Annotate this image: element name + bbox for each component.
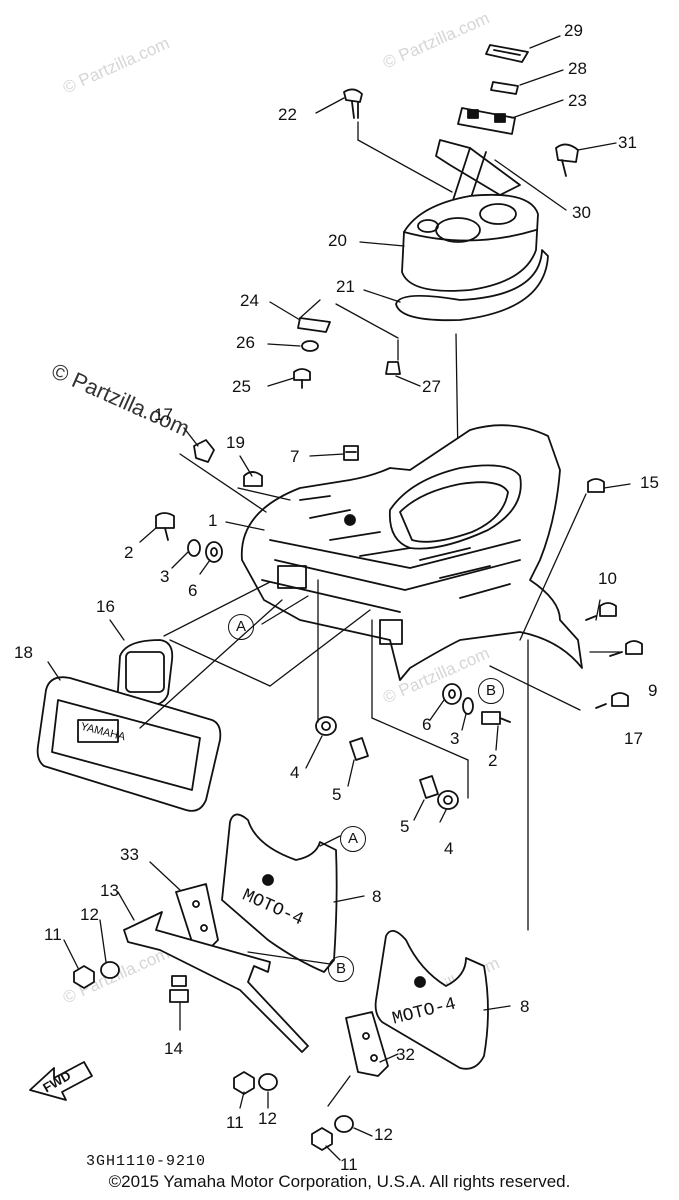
nut-11-low — [233, 1071, 255, 1095]
callout-2-left[interactable]: 2 — [124, 543, 134, 562]
callout-22[interactable]: 22 — [278, 105, 297, 124]
bolt-2-left — [155, 512, 175, 541]
callout-12-left[interactable]: 12 — [80, 905, 99, 924]
callout-7[interactable]: 7 — [290, 447, 300, 466]
callout-14[interactable]: 14 — [164, 1039, 183, 1058]
callout-8-lower[interactable]: 8 — [520, 997, 530, 1016]
emblem-plate-18 — [36, 676, 222, 812]
callout-4-right[interactable]: 4 — [444, 839, 454, 858]
callout-11-low[interactable]: 11 — [226, 1113, 244, 1132]
nut-11-right — [311, 1127, 333, 1151]
plate-29 — [485, 44, 529, 63]
callout-8-upper[interactable]: 8 — [372, 887, 382, 906]
bracket-23 — [457, 107, 516, 135]
bolt-10 — [585, 602, 617, 621]
bolt-15 — [587, 478, 605, 493]
callout-21[interactable]: 21 — [336, 277, 355, 296]
washer-12-right — [334, 1115, 354, 1133]
washer-26 — [301, 340, 319, 352]
mud-flap-8-upper — [221, 813, 338, 973]
reference-marker-b[interactable]: B — [478, 678, 504, 704]
drawing-code: 3GH1110-9210 — [86, 1153, 207, 1170]
callout-25[interactable]: 25 — [232, 377, 251, 396]
callout-24[interactable]: 24 — [240, 291, 259, 310]
callout-30[interactable]: 30 — [572, 203, 591, 222]
callout-31[interactable]: 31 — [618, 133, 637, 152]
bolt-14 — [169, 975, 189, 1003]
washer-3-left — [187, 539, 201, 557]
callout-28[interactable]: 28 — [568, 59, 587, 78]
callout-3-left[interactable]: 3 — [160, 567, 170, 586]
callout-16[interactable]: 16 — [96, 597, 115, 616]
bolt-22 — [343, 88, 363, 119]
bolt-2-right — [481, 711, 511, 725]
callout-6-left[interactable]: 6 — [188, 581, 198, 600]
meter-housing-20 — [401, 193, 539, 292]
stay-13 — [123, 911, 309, 1053]
callout-13[interactable]: 13 — [100, 881, 119, 900]
collar-5-right — [419, 775, 439, 799]
reference-marker-a-lower[interactable]: A — [340, 826, 366, 852]
callout-5-left[interactable]: 5 — [332, 785, 342, 804]
callout-11-right[interactable]: 11 — [340, 1155, 358, 1174]
reference-marker-b-lower[interactable]: B — [328, 956, 354, 982]
front-fender-1 — [240, 424, 583, 681]
fwd-text: FWD — [40, 1067, 74, 1096]
bolt-17 — [595, 692, 629, 709]
callout-5-right[interactable]: 5 — [400, 817, 410, 836]
callout-2-right[interactable]: 2 — [488, 751, 498, 770]
bolt-9 — [609, 640, 643, 657]
callout-4-left[interactable]: 4 — [290, 763, 300, 782]
callout-3-right[interactable]: 3 — [450, 729, 460, 748]
bracket-32 — [345, 1011, 389, 1077]
washer-6-left — [205, 541, 223, 563]
nut-7-top — [343, 445, 359, 461]
callout-26[interactable]: 26 — [236, 333, 255, 352]
nut-11-left — [73, 965, 95, 989]
fwd-label: FWD — [28, 1062, 92, 1102]
callout-18[interactable]: 18 — [14, 643, 33, 662]
gasket-21 — [395, 249, 549, 322]
copyright-footer: ©2015 Yamaha Motor Corporation, U.S.A. A… — [108, 1172, 571, 1191]
grommet-27 — [385, 361, 401, 375]
washer-12-low — [258, 1073, 278, 1091]
leader-lines-lower — [47, 427, 631, 1161]
callout-20[interactable]: 20 — [328, 231, 347, 250]
callout-1[interactable]: 1 — [208, 511, 218, 530]
reference-marker-a[interactable]: A — [228, 614, 254, 640]
nut-7-left — [193, 439, 215, 463]
clip-24 — [297, 317, 331, 333]
leader-lines-upper — [267, 35, 617, 461]
washer-12-left — [100, 961, 120, 979]
callout-6-right[interactable]: 6 — [422, 715, 432, 734]
callout-10[interactable]: 10 — [598, 569, 617, 588]
washer-6-right — [442, 683, 462, 705]
screw-25 — [293, 368, 311, 389]
collar-5-left — [349, 737, 369, 761]
callout-12-right[interactable]: 12 — [374, 1125, 393, 1144]
bolt-31 — [555, 143, 579, 177]
grommet-4-left — [315, 716, 337, 736]
callout-23[interactable]: 23 — [568, 91, 587, 110]
callout-17-right[interactable]: 17 — [624, 729, 643, 748]
fwd-arrow — [29, 1061, 93, 1101]
washer-3-right — [462, 697, 474, 715]
callout-19[interactable]: 19 — [226, 433, 245, 452]
callout-11-left[interactable]: 11 — [44, 925, 62, 944]
callout-29[interactable]: 29 — [564, 21, 583, 40]
bolt-19 — [243, 471, 263, 487]
plate-28 — [490, 81, 519, 95]
callout-17-left[interactable]: 17 — [154, 405, 173, 424]
callout-32[interactable]: 32 — [396, 1045, 415, 1064]
grommet-4-right — [437, 790, 459, 810]
callout-9[interactable]: 9 — [648, 681, 658, 700]
reflector-16 — [116, 639, 174, 707]
callout-27[interactable]: 27 — [422, 377, 441, 396]
callout-33[interactable]: 33 — [120, 845, 139, 864]
callout-15[interactable]: 15 — [640, 473, 659, 492]
mud-flap-8-lower — [374, 930, 489, 1070]
callout-12-low[interactable]: 12 — [258, 1109, 277, 1128]
